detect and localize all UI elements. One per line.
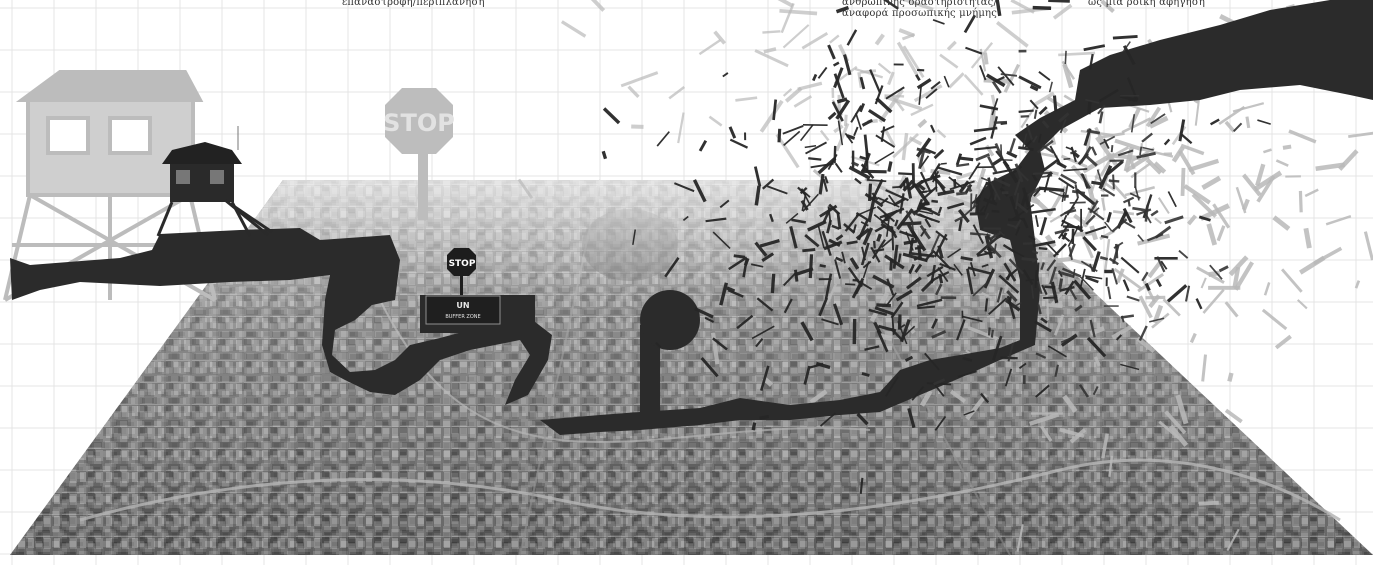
caption-human-activity: ανθρώπινης δραστηριότητας/ αναφορά προσω… <box>842 0 998 19</box>
un-title-text: UN <box>456 301 469 310</box>
small-stop-text: STOP <box>449 259 476 269</box>
un-buffer-zone-sign: UN BUFFER ZONE <box>425 295 501 325</box>
ghost-stop-sign: STOP <box>383 88 455 220</box>
ghost-stop-text: STOP <box>383 109 455 137</box>
caption-narrative: ως μία ροική αφήγηση <box>1088 0 1206 8</box>
ghost-watchtower <box>3 70 217 302</box>
small-stop-sign: STOP <box>447 248 476 300</box>
dark-shards <box>601 0 1271 494</box>
dark-watchtower <box>156 126 273 237</box>
caption-wandering: επαναστροφή/περιπλάνηση <box>342 0 485 8</box>
un-subtitle-text: BUFFER ZONE <box>445 314 480 320</box>
